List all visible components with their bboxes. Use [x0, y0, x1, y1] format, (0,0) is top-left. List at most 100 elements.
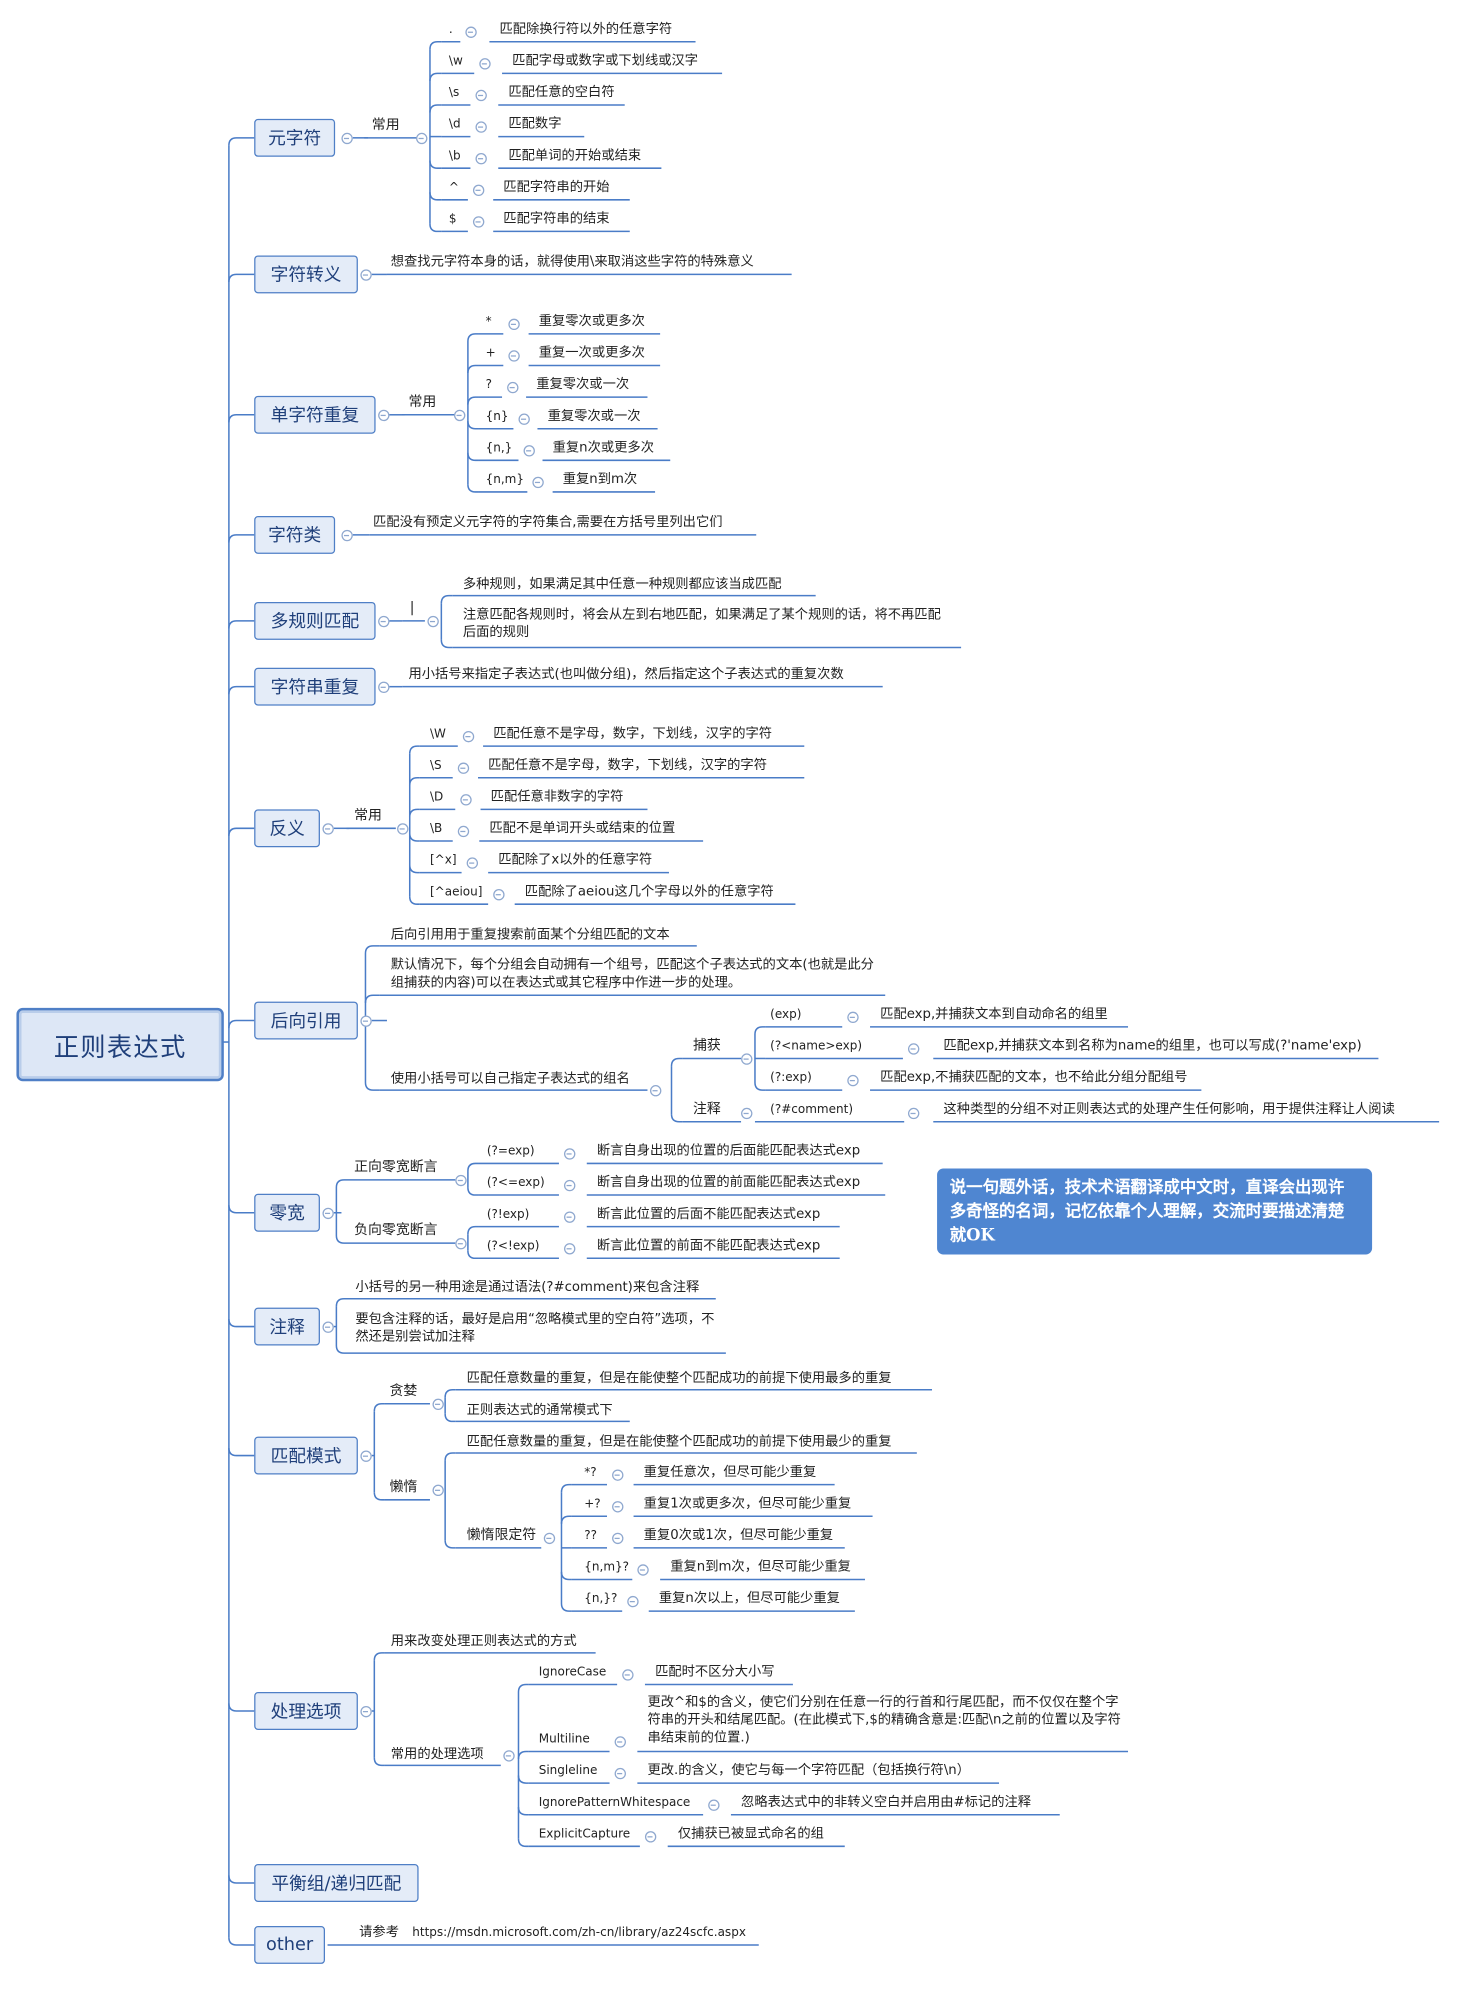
description-text: 重复一次或更多次 [538, 345, 645, 361]
key-token: (?:exp) [770, 1071, 812, 1086]
branch-grouprepeat[interactable]: 字符串重复 [254, 667, 376, 706]
collapse-toggle-icon[interactable] [507, 349, 520, 362]
collapse-toggle-icon[interactable] [522, 444, 535, 456]
collapse-toggle-icon[interactable] [613, 1767, 626, 1779]
collapse-toggle-icon[interactable] [502, 1749, 515, 1761]
collapse-toggle-icon[interactable] [454, 1237, 467, 1249]
description-text: 匹配exp,并捕获文本到自动命名的组里 [880, 1006, 1108, 1022]
branch-metachar[interactable]: 元字符 [254, 118, 336, 157]
collapse-toggle-icon[interactable] [431, 1398, 444, 1410]
collapse-toggle-icon[interactable] [426, 615, 439, 627]
collapse-toggle-icon[interactable] [740, 1052, 752, 1065]
collapse-toggle-icon[interactable] [472, 215, 484, 227]
collapse-toggle-icon[interactable] [621, 1668, 633, 1681]
collapse-toggle-icon[interactable] [321, 822, 334, 835]
description-text: 断言此位置的后面不能匹配表达式exp [596, 1206, 821, 1222]
collapse-toggle-icon[interactable] [649, 1084, 661, 1096]
collapse-toggle-icon[interactable] [543, 1532, 555, 1544]
description-text: 断言自身出现的位置的前面能匹配表达式exp [596, 1174, 861, 1190]
collapse-toggle-icon[interactable] [457, 761, 469, 774]
collapse-toggle-icon[interactable] [563, 1179, 575, 1191]
connector [408, 745, 420, 754]
collapse-toggle-icon[interactable] [359, 1705, 372, 1717]
collapse-toggle-icon[interactable] [466, 856, 478, 869]
collapse-toggle-icon[interactable] [611, 1468, 623, 1481]
connector [467, 421, 479, 430]
collapse-toggle-icon[interactable] [611, 1532, 623, 1544]
branch-other[interactable]: other [254, 1925, 326, 1964]
collapse-toggle-icon[interactable] [846, 1011, 859, 1023]
collapse-toggle-icon[interactable] [377, 409, 389, 421]
collapse-toggle-icon[interactable] [474, 120, 487, 133]
collapse-toggle-icon[interactable] [563, 1147, 575, 1160]
collapse-toggle-icon[interactable] [359, 1449, 372, 1462]
collapse-toggle-icon[interactable] [321, 1320, 334, 1333]
collapse-toggle-icon[interactable] [453, 409, 465, 421]
connector [467, 396, 479, 405]
collapse-toggle-icon[interactable] [415, 132, 427, 144]
collapse-toggle-icon[interactable] [517, 412, 530, 425]
connector [228, 620, 255, 629]
branch-negation[interactable]: 反义 [254, 809, 320, 848]
key-token: {n} [485, 409, 509, 424]
collapse-toggle-icon[interactable] [454, 1174, 467, 1186]
collapse-toggle-icon[interactable] [531, 476, 544, 488]
collapse-toggle-icon[interactable] [340, 132, 353, 144]
collapse-toggle-icon[interactable] [626, 1595, 638, 1607]
collapse-toggle-icon[interactable] [907, 1042, 919, 1055]
collapse-toggle-icon[interactable] [359, 268, 372, 281]
branch-escape[interactable]: 字符转义 [254, 255, 358, 294]
collapse-toggle-icon[interactable] [396, 822, 408, 835]
collapse-toggle-icon[interactable] [377, 615, 389, 627]
connector [335, 1297, 347, 1307]
key-token: Singleline [538, 1764, 598, 1779]
collapse-toggle-icon[interactable] [321, 1207, 334, 1219]
collapse-toggle-icon[interactable] [611, 1500, 623, 1512]
multirule-item: 注意匹配各规则时，将会从左到右地匹配，如果满足了某个规则的话，将不再匹配后面的规… [462, 607, 941, 640]
branch-backref[interactable]: 后向引用 [254, 1001, 358, 1040]
collapse-toggle-icon[interactable] [472, 183, 484, 196]
collapse-toggle-icon[interactable] [359, 1014, 372, 1027]
collapse-toggle-icon[interactable] [459, 793, 472, 805]
collapse-toggle-icon[interactable] [464, 25, 477, 38]
branch-multirule[interactable]: 多规则匹配 [254, 601, 376, 640]
collapse-toggle-icon[interactable] [846, 1074, 859, 1086]
collapse-toggle-icon[interactable] [474, 152, 487, 164]
collapse-toggle-icon[interactable] [492, 888, 504, 900]
capture-label: 捕获 [693, 1036, 721, 1054]
collapse-toggle-icon[interactable] [507, 318, 520, 330]
connector [517, 1750, 529, 1760]
collapse-toggle-icon[interactable] [506, 381, 518, 393]
callout-note: 说一句题外话，技术术语翻译成中文时，直译会出现许多奇怪的名词，记忆依靠个人理解，… [937, 1168, 1373, 1255]
collapse-toggle-icon[interactable] [377, 680, 389, 693]
description-text: 重复n次以上，但尽可能少重复 [658, 1590, 840, 1607]
collapse-toggle-icon[interactable] [457, 825, 469, 837]
collapse-toggle-icon[interactable] [644, 1830, 656, 1842]
collapse-toggle-icon[interactable] [740, 1107, 752, 1119]
branch-options[interactable]: 处理选项 [254, 1692, 358, 1730]
branch-matchmode[interactable]: 匹配模式 [254, 1436, 358, 1475]
collapse-toggle-icon[interactable] [707, 1798, 719, 1811]
branch-charclass[interactable]: 字符类 [254, 515, 336, 554]
collapse-toggle-icon[interactable] [563, 1210, 575, 1223]
collapse-toggle-icon[interactable] [478, 57, 491, 69]
reference-link[interactable]: https://msdn.microsoft.com/zh-cn/library… [412, 1925, 746, 1940]
branch-repeat[interactable]: 单字符重复 [254, 395, 376, 434]
branch-zerowidth[interactable]: 零宽 [254, 1193, 320, 1232]
root-node[interactable]: 正则表达式 [16, 1007, 224, 1082]
collapse-toggle-icon[interactable] [636, 1563, 649, 1576]
repeat-sub-label: 常用 [408, 393, 437, 410]
collapse-toggle-icon[interactable] [563, 1242, 575, 1254]
negative-lookaround-label: 负向零宽断言 [354, 1221, 438, 1239]
collapse-toggle-icon[interactable] [462, 730, 474, 742]
collapse-toggle-icon[interactable] [431, 1484, 444, 1496]
collapse-toggle-icon[interactable] [907, 1107, 919, 1119]
branch-comments[interactable]: 注释 [254, 1307, 320, 1346]
description-text: 匹配字符串的开始 [503, 179, 610, 195]
branch-balance[interactable]: 平衡组/递归匹配 [254, 1864, 419, 1902]
collapse-toggle-icon[interactable] [474, 89, 487, 101]
connector [754, 1026, 766, 1035]
collapse-toggle-icon[interactable] [613, 1735, 626, 1748]
collapse-toggle-icon[interactable] [340, 529, 353, 541]
